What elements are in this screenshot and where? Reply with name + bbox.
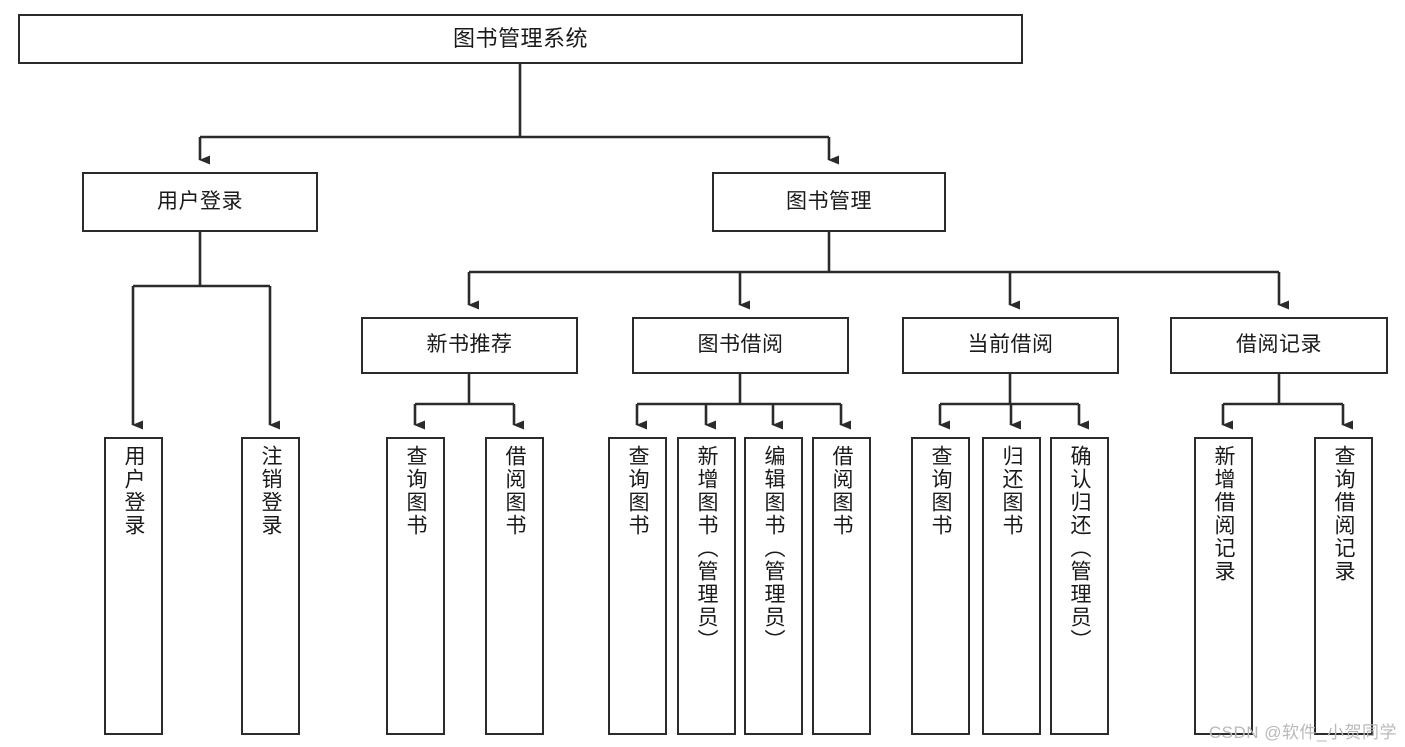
- node-leaf-user-login[interactable]: 用户登录: [104, 437, 163, 735]
- node-leaf-query-book-2-label: 查询图书: [626, 445, 649, 537]
- node-leaf-user-login-label: 用户登录: [122, 445, 145, 537]
- node-leaf-borrow-book-1[interactable]: 借阅图书: [485, 437, 544, 735]
- node-leaf-add-record-label: 新增借阅记录: [1212, 445, 1235, 583]
- node-book-borrow-label: 图书借阅: [697, 333, 784, 357]
- node-leaf-query-book-1-label: 查询图书: [404, 445, 427, 537]
- node-leaf-borrow-book-1-label: 借阅图书: [503, 445, 526, 537]
- node-book-borrow[interactable]: 图书借阅: [632, 317, 849, 374]
- node-leaf-add-book[interactable]: 新增图书（管理员）: [677, 437, 736, 735]
- node-root[interactable]: 图书管理系统: [18, 14, 1023, 64]
- node-leaf-confirm-return-label: 确认归还（管理员）: [1068, 445, 1091, 652]
- node-new-book-rec[interactable]: 新书推荐: [361, 317, 578, 374]
- node-leaf-query-book-3-label: 查询图书: [929, 445, 952, 537]
- node-leaf-query-record-label: 查询借阅记录: [1332, 445, 1355, 583]
- node-leaf-query-book-1[interactable]: 查询图书: [386, 437, 445, 735]
- node-leaf-edit-book-label: 编辑图书（管理员）: [762, 445, 785, 652]
- node-user-login[interactable]: 用户登录: [82, 172, 318, 232]
- node-leaf-query-record[interactable]: 查询借阅记录: [1314, 437, 1373, 735]
- node-new-book-rec-label: 新书推荐: [426, 333, 513, 357]
- node-leaf-edit-book[interactable]: 编辑图书（管理员）: [744, 437, 803, 735]
- node-leaf-query-book-3[interactable]: 查询图书: [911, 437, 970, 735]
- node-root-label: 图书管理系统: [452, 26, 588, 52]
- node-leaf-borrow-book-2-label: 借阅图书: [830, 445, 853, 537]
- node-leaf-borrow-book-2[interactable]: 借阅图书: [812, 437, 871, 735]
- node-leaf-query-book-2[interactable]: 查询图书: [608, 437, 667, 735]
- node-leaf-return-book-label: 归还图书: [1000, 445, 1023, 537]
- node-borrow-record[interactable]: 借阅记录: [1170, 317, 1388, 374]
- node-current-borrow[interactable]: 当前借阅: [902, 317, 1119, 374]
- csdn-watermark: CSDN @软件_小贺同学: [1208, 723, 1397, 742]
- node-borrow-record-label: 借阅记录: [1236, 333, 1322, 357]
- node-leaf-confirm-return[interactable]: 确认归还（管理员）: [1050, 437, 1109, 735]
- node-book-manage-label: 图书管理: [786, 189, 872, 213]
- node-leaf-logout[interactable]: 注销登录: [241, 437, 300, 735]
- node-leaf-add-book-label: 新增图书（管理员）: [695, 445, 718, 652]
- node-leaf-logout-label: 注销登录: [259, 445, 282, 537]
- node-user-login-label: 用户登录: [157, 189, 243, 213]
- node-book-manage[interactable]: 图书管理: [712, 172, 946, 232]
- node-leaf-return-book[interactable]: 归还图书: [982, 437, 1041, 735]
- node-current-borrow-label: 当前借阅: [967, 333, 1054, 357]
- node-leaf-add-record[interactable]: 新增借阅记录: [1194, 437, 1253, 735]
